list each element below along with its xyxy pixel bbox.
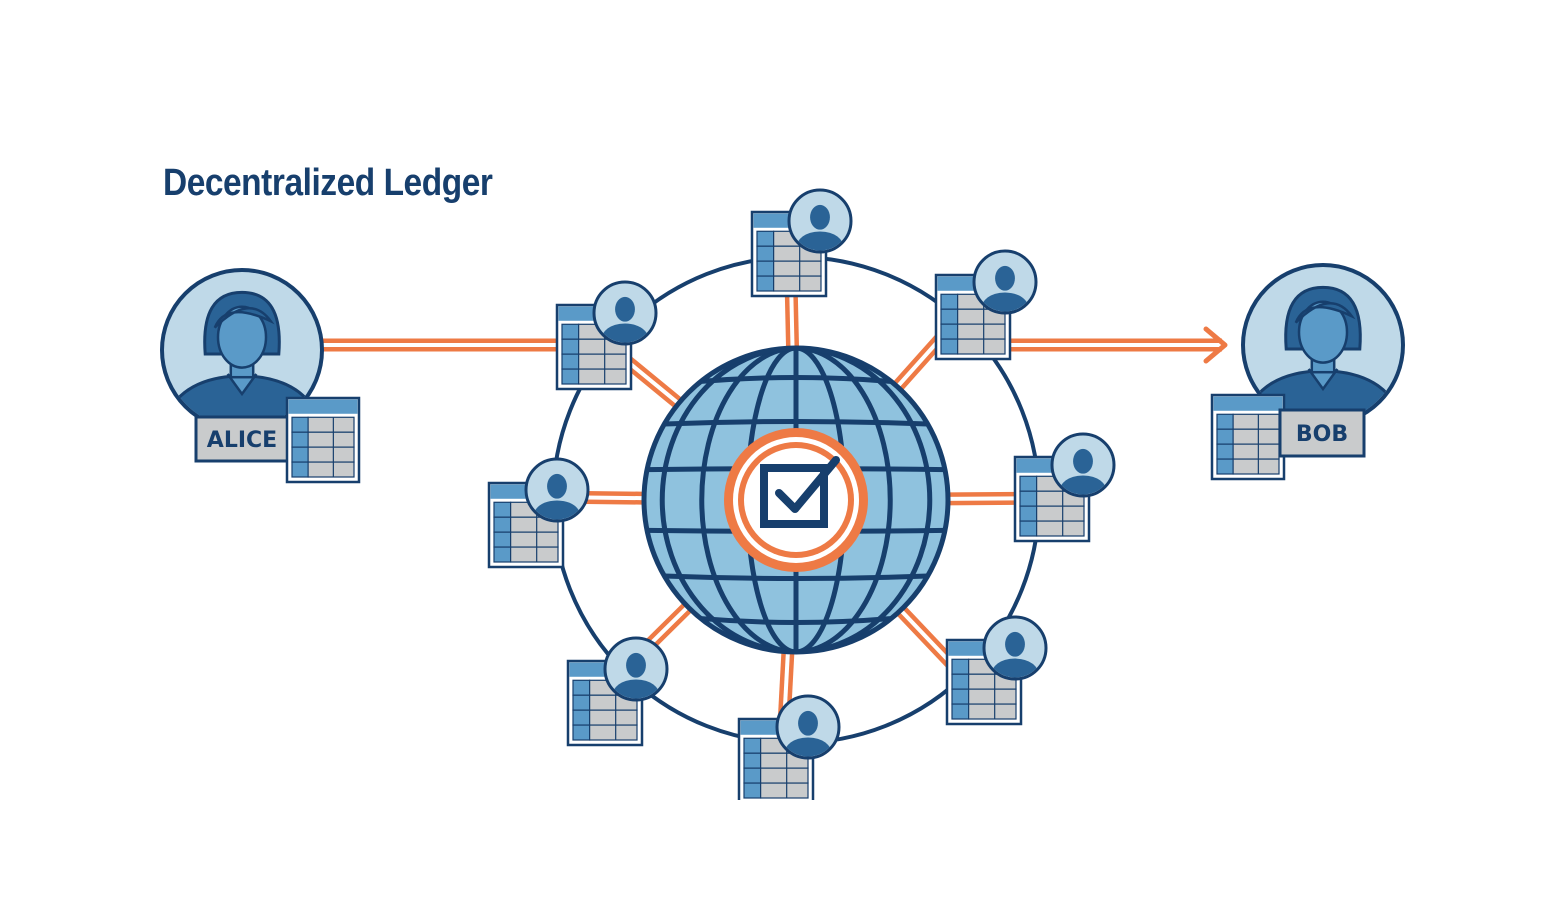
person-icon	[592, 280, 658, 346]
network-node	[750, 188, 853, 298]
ledger-table-icon	[1210, 393, 1286, 481]
globe-icon	[641, 345, 951, 655]
checkbox-check-icon	[724, 428, 868, 572]
network-node	[737, 694, 841, 800]
person-icon	[1050, 432, 1116, 498]
participant-name-tag: BOB	[1278, 408, 1366, 458]
participants: ALICE BOB	[160, 263, 1405, 484]
ledger-table-icon	[285, 396, 361, 484]
network-node	[555, 280, 658, 391]
arrow-right-icon	[1203, 326, 1228, 364]
participant-name: ALICE	[207, 428, 277, 453]
person-icon	[982, 615, 1048, 681]
page-title: Decentralized Ledger	[163, 162, 493, 204]
ledger-table-icon	[1013, 455, 1091, 543]
person-icon	[524, 457, 590, 523]
participant-name: BOB	[1296, 422, 1348, 447]
participant-alice: ALICE	[160, 268, 361, 484]
person-icon	[972, 249, 1038, 315]
network-node	[934, 249, 1038, 361]
network-node	[1013, 432, 1116, 543]
ledger-table-icon	[487, 481, 565, 569]
person-icon	[1241, 263, 1405, 427]
network-node	[566, 636, 669, 747]
participant-bob: BOB	[1210, 263, 1405, 481]
person-icon	[775, 694, 841, 760]
ledger-nodes	[487, 188, 1116, 800]
network-node	[487, 457, 590, 569]
person-icon	[787, 188, 853, 254]
participant-name-tag: ALICE	[194, 415, 290, 463]
person-icon	[603, 636, 669, 702]
network-node	[945, 615, 1048, 726]
